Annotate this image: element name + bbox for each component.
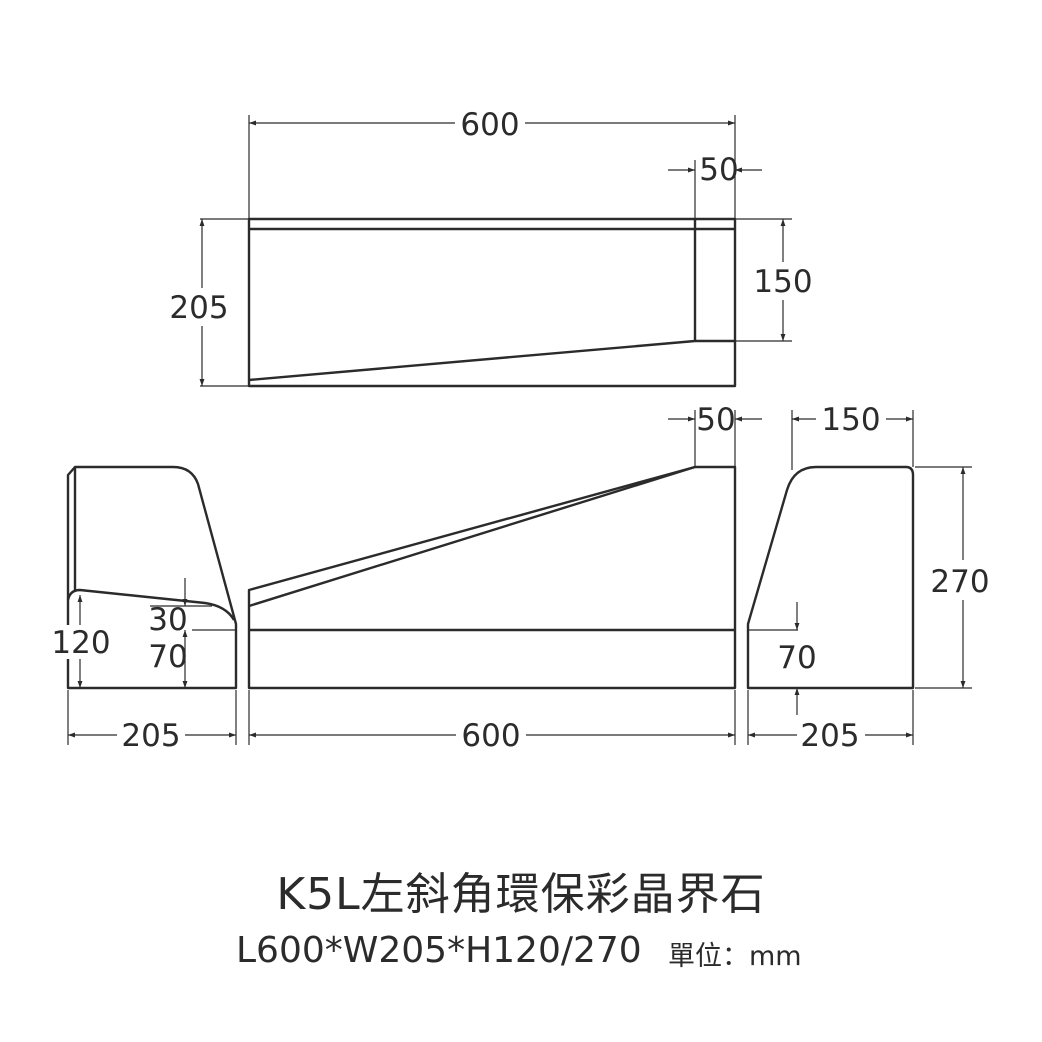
dim-right-height: 270	[930, 564, 989, 600]
dim-right-lower: 70	[777, 640, 816, 676]
plan-slope-edge	[248, 339, 696, 382]
unit-label: 單位：mm	[668, 941, 802, 972]
dim-top-length: 600	[460, 107, 519, 143]
dim-right-base: 205	[800, 718, 859, 754]
dim-left-step: 30	[148, 602, 187, 638]
dim-front-length: 600	[461, 718, 520, 754]
dim-top-width: 205	[169, 290, 228, 326]
front-outline	[247, 465, 737, 690]
front-view: 50 600	[247, 402, 762, 754]
dim-front-end: 50	[696, 402, 735, 438]
dim-top-inner: 150	[753, 264, 812, 300]
dim-top-end: 50	[699, 152, 738, 188]
right-outline	[746, 465, 915, 690]
dim-left-base: 205	[121, 718, 180, 754]
left-side-view: 120 30 70 205	[51, 465, 238, 754]
left-outline	[66, 465, 238, 690]
dim-left-height: 120	[51, 625, 110, 661]
plan-view: 600 50 205 150	[168, 107, 813, 388]
plan-outline	[247, 217, 737, 388]
dim-right-top: 150	[821, 402, 880, 438]
product-title: K5L左斜角環保彩晶界石	[276, 869, 766, 920]
dim-left-lower: 70	[148, 639, 187, 675]
product-spec: L600*W205*H120/270	[236, 930, 642, 971]
right-side-view: 150 270 70 205	[746, 402, 990, 754]
